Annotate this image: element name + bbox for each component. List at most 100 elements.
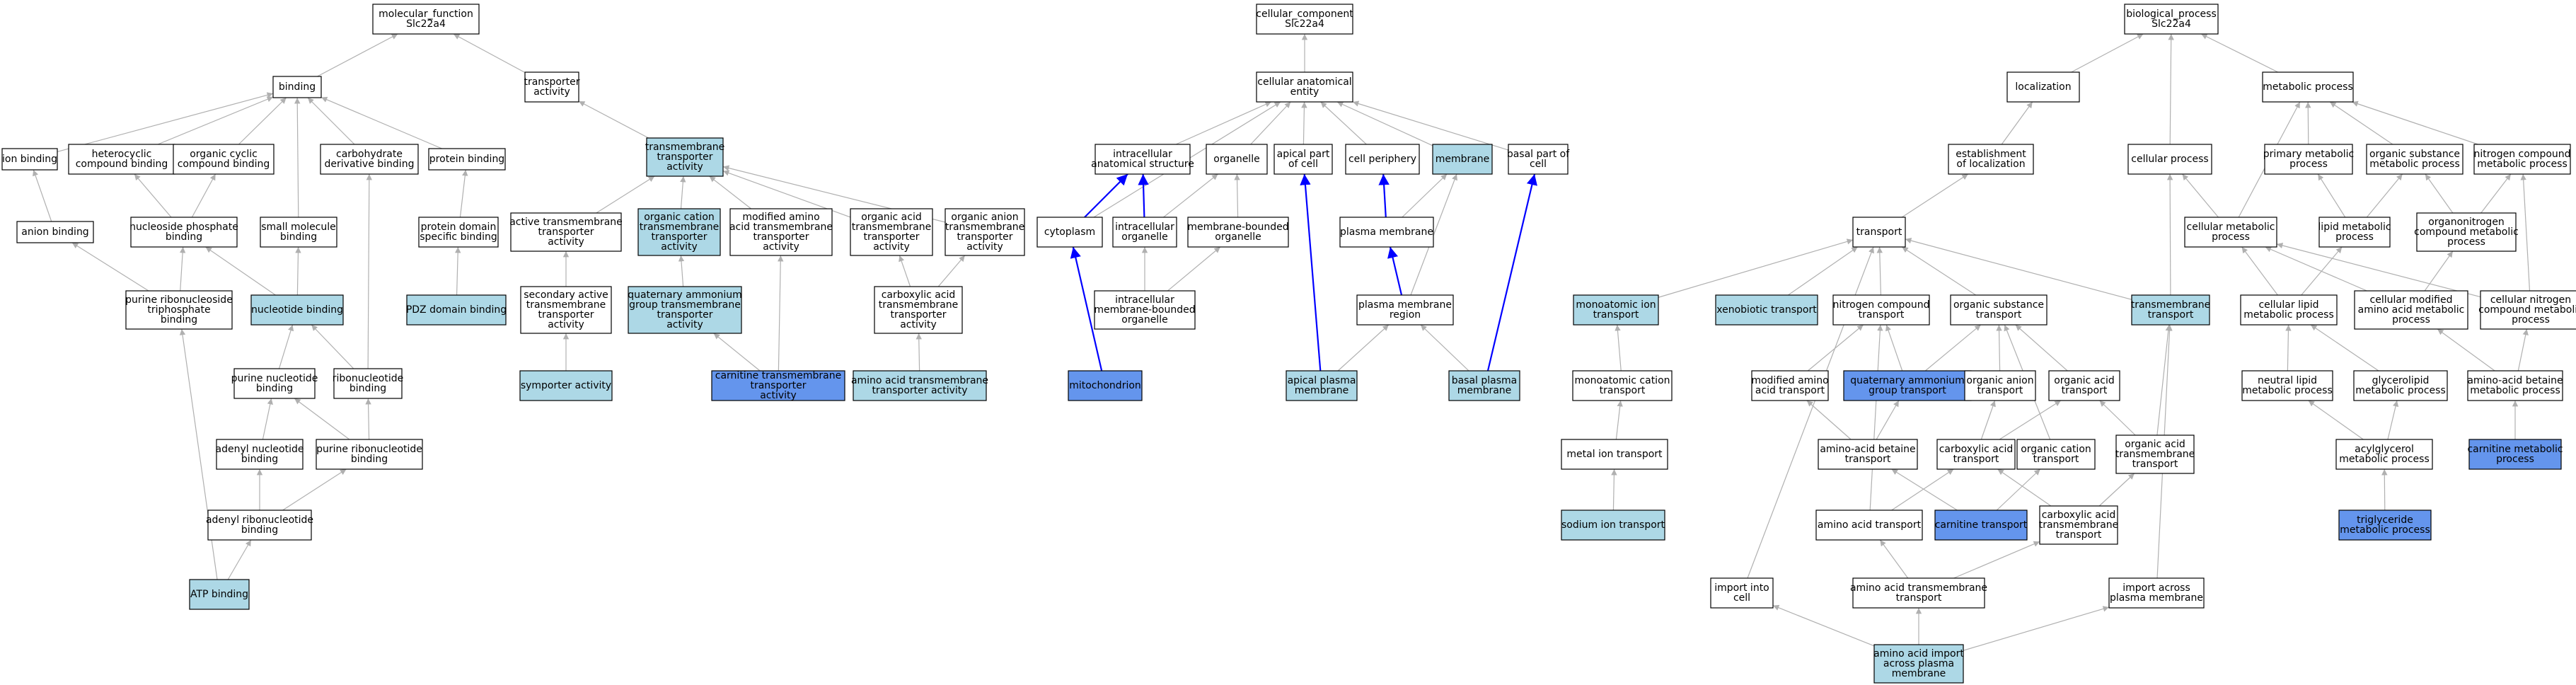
node-sec-active[interactable]: secondary activetransmembranetransporter… — [520, 286, 612, 334]
node-cytoplasm[interactable]: cytoplasm — [1036, 217, 1103, 248]
node-carbox-tm[interactable]: carboxylic acidtransmembranetransportera… — [874, 286, 963, 334]
node-binding[interactable]: binding — [272, 76, 322, 98]
node-metabolic[interactable]: metabolic process — [2262, 71, 2354, 103]
node-anion-binding[interactable]: anion binding — [16, 221, 94, 243]
node-org-cation-tm[interactable]: organic cationtransmembranetransporterac… — [637, 208, 721, 256]
node-box — [1256, 71, 1353, 103]
node-protein-binding[interactable]: protein binding — [428, 148, 506, 171]
node-box — [406, 294, 507, 326]
node-pdz[interactable]: PDZ domain binding — [406, 294, 507, 326]
node-nucleotide-binding[interactable]: nucleotide binding — [250, 294, 344, 326]
node-localization[interactable]: localization — [2006, 71, 2080, 103]
node-aa-transport[interactable]: amino acid transport — [1815, 510, 1923, 541]
node-carnitine-tm[interactable]: carnitine transmembranetransporteractivi… — [711, 370, 845, 401]
node-carnitine-transport[interactable]: carnitine transport — [1934, 510, 2028, 541]
node-mito[interactable]: mitochondrion — [1068, 370, 1143, 401]
node-xenobiotic[interactable]: xenobiotic transport — [1715, 294, 1818, 326]
node-ion-binding[interactable]: ion binding — [1, 148, 58, 171]
node-organelle[interactable]: organelle — [1206, 144, 1268, 175]
node-metal-ion[interactable]: metal ion transport — [1561, 439, 1668, 470]
node-org-anion-tm[interactable]: organic aniontransmembranetransporteract… — [945, 208, 1025, 256]
node-sodium[interactable]: sodium ion transport — [1561, 510, 1665, 541]
node-atp[interactable]: ATP binding — [189, 579, 250, 610]
node-label-line: acylglycerol — [2355, 444, 2414, 455]
node-label-line: small molecule — [261, 221, 336, 233]
node-transport[interactable]: transport — [1852, 217, 1906, 248]
node-symporter[interactable]: symporter activity — [519, 370, 613, 401]
node-box — [216, 439, 304, 470]
node-plasma-membrane[interactable]: plasma membrane — [1339, 217, 1434, 248]
node-cellular-process[interactable]: cellular process — [2127, 144, 2212, 175]
node-org-acid-tm[interactable]: organic acidtransmembranetransporteracti… — [850, 208, 933, 256]
node-membrane[interactable]: membrane — [1432, 144, 1493, 175]
edge-aa_betaine_transport-to-mod_aa_transport — [1806, 400, 1852, 440]
node-cell-periphery[interactable]: cell periphery — [1345, 144, 1420, 175]
